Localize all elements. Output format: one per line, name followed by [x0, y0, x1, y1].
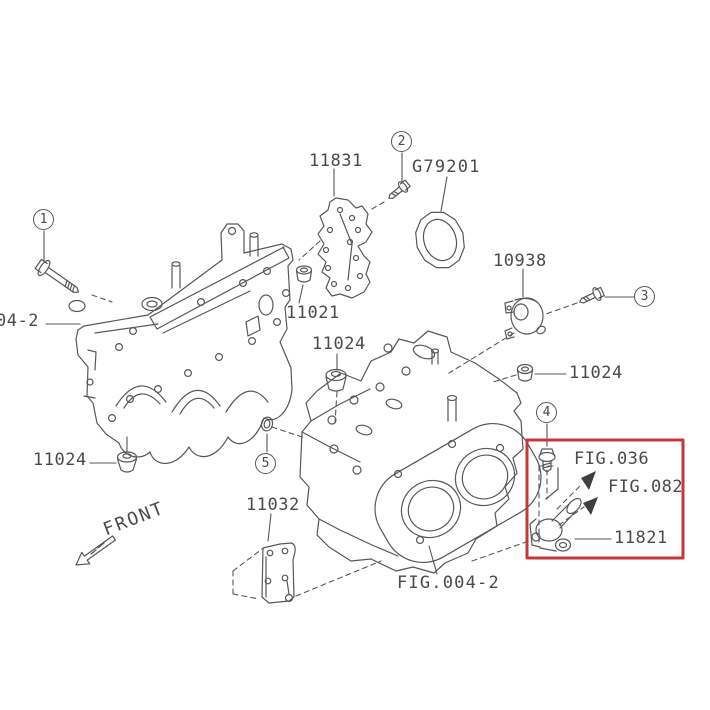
callout-2[interactable]: 2 — [391, 131, 412, 152]
cylinder-block-right-drawing — [299, 330, 542, 574]
fig-ref-004-left[interactable]: 04-2 — [0, 311, 39, 331]
seal-g79201-drawing — [415, 211, 465, 269]
bolt-4-drawing — [538, 448, 556, 473]
callout-4[interactable]: 4 — [536, 402, 557, 423]
part-label-11821[interactable]: 11821 — [614, 528, 668, 548]
fig-ref-004-bottom[interactable]: FIG.004-2 — [397, 573, 500, 593]
part-label-10938[interactable]: 10938 — [493, 251, 547, 271]
plug-11024-right-drawing — [516, 363, 534, 382]
part-label-11032[interactable]: 11032 — [246, 495, 300, 515]
fig-ref-082[interactable]: FIG.082 — [608, 477, 684, 497]
fig-arrowheads — [581, 471, 598, 515]
plate-11831-drawing — [317, 197, 373, 299]
callout-1[interactable]: 1 — [33, 209, 54, 230]
bolt-3-drawing — [579, 286, 605, 304]
plate-11032-drawing — [261, 542, 296, 604]
bolt-1-drawing — [34, 258, 80, 293]
plug-11024-left-drawing — [116, 451, 138, 473]
fig036-arrow-icon — [581, 471, 596, 490]
part-label-11024-middle[interactable]: 11024 — [312, 334, 366, 354]
sensor-10938-drawing — [504, 297, 546, 340]
part-label-11024-right[interactable]: 11024 — [569, 363, 623, 383]
highlight-box — [525, 438, 685, 560]
bolt-2-drawing — [388, 179, 411, 199]
dashed-leader-lines — [91, 201, 585, 600]
plug-11021-drawing — [295, 265, 313, 283]
fig-ref-036[interactable]: FIG.036 — [574, 449, 650, 469]
callout-5[interactable]: 5 — [255, 453, 276, 474]
leader-lines — [43, 152, 636, 575]
oring-5-drawing — [260, 416, 274, 432]
front-arrow-icon — [75, 535, 116, 566]
part-label-g79201[interactable]: G79201 — [412, 157, 481, 177]
cylinder-block-left-drawing — [68, 223, 294, 464]
part-label-11021[interactable]: 11021 — [286, 303, 340, 323]
part-label-11024-left[interactable]: 11024 — [33, 450, 87, 470]
part-label-11831[interactable]: 11831 — [309, 151, 363, 171]
sensor-11821-drawing — [529, 467, 582, 552]
callout-3[interactable]: 3 — [634, 286, 655, 307]
fig082-arrow-icon — [583, 497, 598, 515]
plug-11024-mid-drawing — [325, 368, 347, 392]
